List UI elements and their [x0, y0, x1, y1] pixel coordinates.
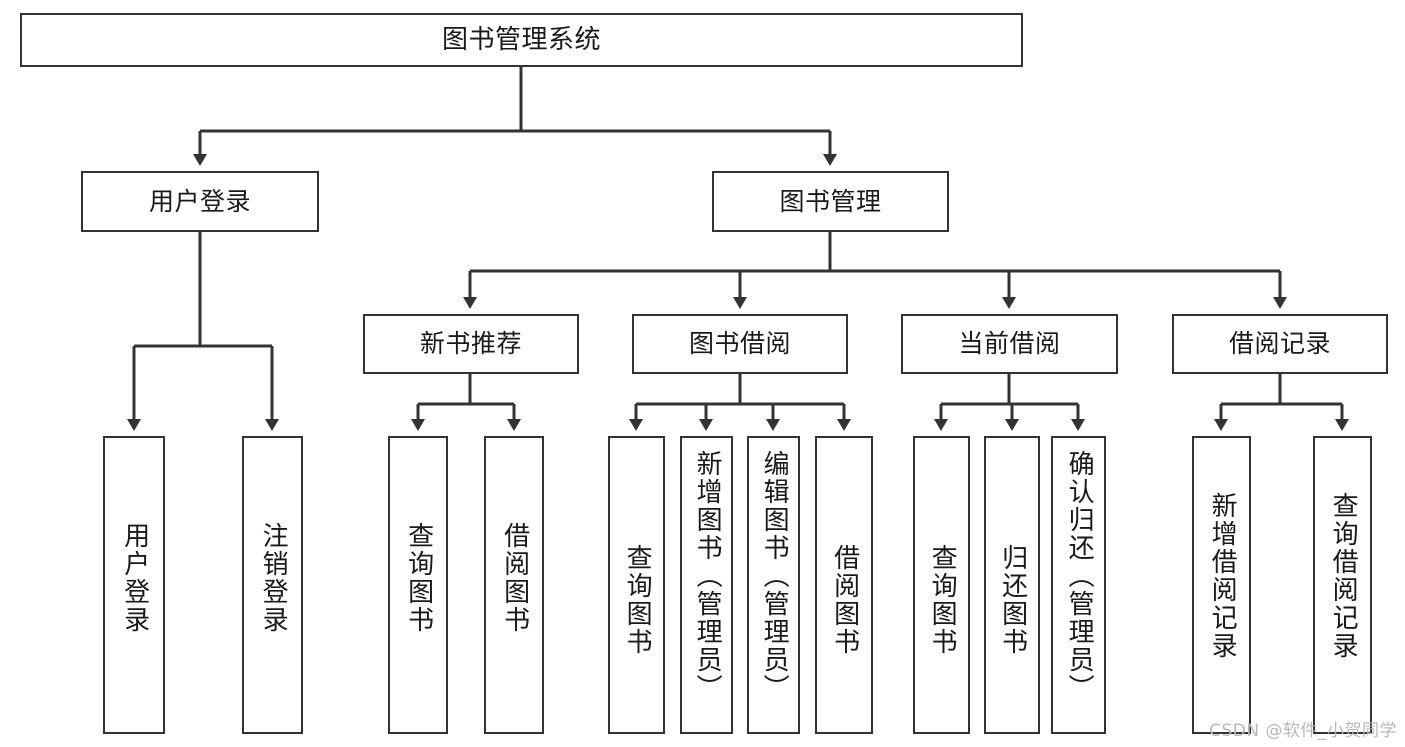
node-leaf-borrow-book-2-label: 借阅图书 [829, 544, 860, 656]
node-leaf-query-book-3[interactable]: 查询图书 [913, 436, 970, 734]
node-leaf-edit-book-label: 编辑图书（管理员） [759, 450, 790, 702]
node-leaf-user-login-label: 用户登录 [119, 522, 150, 634]
node-root-label: 图书管理系统 [441, 24, 601, 55]
node-leaf-add-book-label: 新增图书（管理员） [692, 450, 723, 702]
node-current-borrow-label: 当前借阅 [958, 329, 1061, 359]
node-user-login-label: 用户登录 [148, 186, 251, 216]
node-leaf-query-book-1[interactable]: 查询图书 [388, 436, 448, 734]
node-leaf-confirm-return-label: 确认归还（管理员） [1064, 450, 1095, 702]
node-current-borrow[interactable]: 当前借阅 [901, 314, 1118, 374]
node-leaf-user-login[interactable]: 用户登录 [103, 436, 165, 734]
node-leaf-query-book-3-label: 查询图书 [927, 544, 958, 656]
node-leaf-edit-book[interactable]: 编辑图书（管理员） [747, 436, 800, 734]
node-leaf-user-logout[interactable]: 注销登录 [242, 436, 303, 734]
node-new-book-recommend-label: 新书推荐 [419, 329, 522, 359]
node-leaf-return-book-label: 归还图书 [997, 544, 1028, 656]
node-leaf-query-borrow-record-label: 查询借阅记录 [1328, 492, 1359, 660]
node-leaf-add-book[interactable]: 新增图书（管理员） [680, 436, 733, 734]
node-book-borrow-label: 图书借阅 [688, 329, 791, 359]
node-book-management[interactable]: 图书管理 [712, 171, 949, 232]
csdn-watermark: CSDN @软件_小贺同学 [1209, 721, 1397, 741]
node-leaf-confirm-return[interactable]: 确认归还（管理员） [1051, 436, 1106, 734]
node-leaf-query-book-1-label: 查询图书 [403, 522, 434, 634]
node-leaf-borrow-book-2[interactable]: 借阅图书 [815, 436, 873, 734]
node-leaf-query-book-2-label: 查询图书 [622, 544, 653, 656]
node-leaf-borrow-book-1[interactable]: 借阅图书 [484, 436, 544, 734]
node-leaf-add-borrow-record-label: 新增借阅记录 [1207, 492, 1238, 660]
node-book-management-label: 图书管理 [779, 186, 882, 216]
node-leaf-borrow-book-1-label: 借阅图书 [499, 522, 530, 634]
node-book-borrow[interactable]: 图书借阅 [632, 314, 848, 374]
node-new-book-recommend[interactable]: 新书推荐 [363, 314, 579, 374]
node-user-login[interactable]: 用户登录 [81, 171, 319, 232]
node-leaf-user-logout-label: 注销登录 [258, 522, 289, 634]
node-leaf-query-book-2[interactable]: 查询图书 [608, 436, 665, 734]
node-borrow-record[interactable]: 借阅记录 [1172, 314, 1388, 374]
node-leaf-query-borrow-record[interactable]: 查询借阅记录 [1313, 436, 1372, 734]
node-root[interactable]: 图书管理系统 [20, 13, 1023, 67]
node-leaf-return-book[interactable]: 归还图书 [984, 436, 1040, 734]
node-borrow-record-label: 借阅记录 [1228, 329, 1331, 359]
node-leaf-add-borrow-record[interactable]: 新增借阅记录 [1192, 436, 1251, 734]
